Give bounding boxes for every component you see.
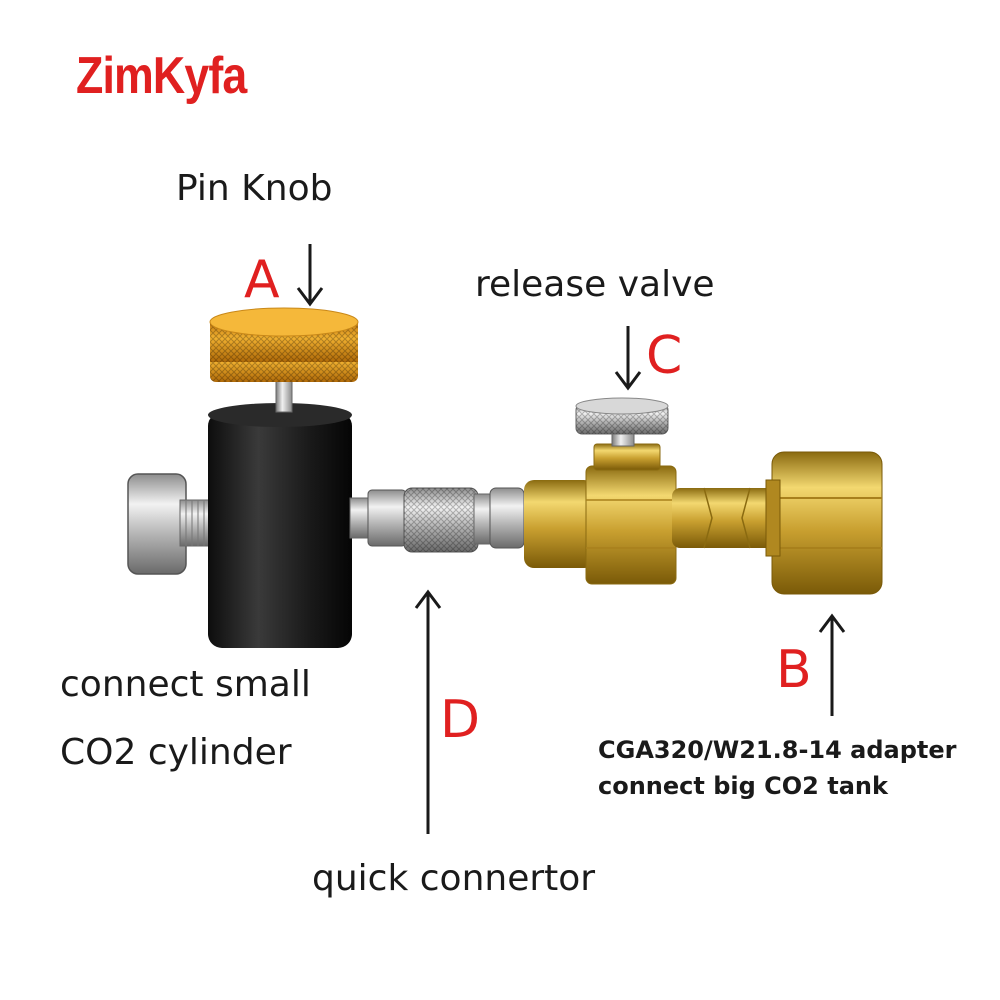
brass-body [524, 465, 780, 585]
callout-letter-c: C [646, 326, 683, 386]
small-cylinder-label-line2: CO2 cylinder [60, 732, 292, 773]
small-cylinder-label-line1: connect small [60, 664, 311, 705]
callout-letter-b: B [776, 640, 812, 700]
quick-connector-label: quick connertor [312, 858, 596, 899]
pin-knob-label: Pin Knob [176, 168, 333, 209]
adapter-label-line2: connect big CO2 tank [598, 772, 888, 800]
arrow-d [414, 589, 442, 834]
release-valve-label: release valve [475, 264, 715, 305]
arrow-c [614, 326, 642, 391]
callout-letter-d: D [440, 690, 481, 750]
arrow-b [818, 613, 846, 716]
quick-connector [403, 487, 525, 553]
adapter-label-line1: CGA320/W21.8-14 adapter [598, 736, 957, 764]
callout-letter-a: A [244, 250, 280, 310]
release-valve [575, 397, 669, 471]
left-end-cap [127, 473, 219, 575]
brand-logo: ZimKyfa [76, 47, 247, 105]
black-valve-body [208, 403, 352, 648]
pin-knob [209, 307, 359, 413]
cga320-adapter-nut [765, 451, 883, 595]
nipple-fitting [349, 489, 407, 547]
arrow-a [296, 244, 324, 307]
